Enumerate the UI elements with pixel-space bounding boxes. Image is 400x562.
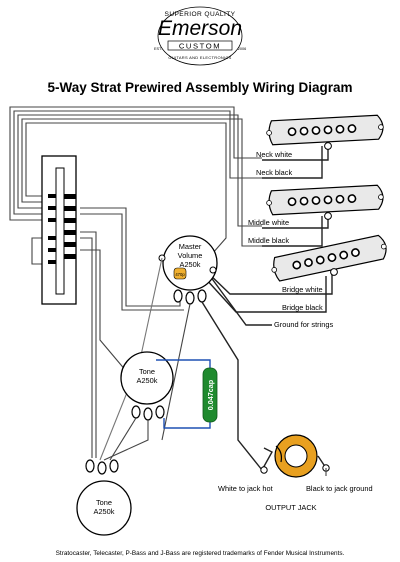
wire-switch-tone2 [80, 231, 97, 458]
jack-ground-label: Black to jack ground [306, 484, 373, 493]
bridge-white-label: Bridge white [282, 285, 323, 294]
logo-ring [157, 6, 243, 66]
tone1-to-tone2 [109, 417, 137, 461]
switch-body [55, 167, 65, 295]
neck-white-lead [262, 146, 329, 161]
wire-to-volume-route [25, 122, 227, 263]
svg-text:470p: 470p [175, 272, 185, 277]
tone2-line1: Tone [96, 498, 112, 507]
master-volume-pot: 470p Master Volume A250k [158, 235, 218, 305]
volume-line1: Master [179, 242, 202, 251]
capacitor-body [202, 367, 218, 423]
tone1-ground [103, 420, 149, 461]
volume-to-jack-hot [201, 301, 263, 471]
ground-strings-wire [209, 275, 272, 326]
volume-lugs [173, 289, 207, 305]
bridge-black-lead [204, 276, 327, 313]
neck-black-lead [262, 146, 323, 179]
logo-top-arc: SUPERIOR QUALITY [165, 11, 236, 18]
output-jack-label: OUTPUT JACK [265, 503, 316, 512]
wire-switch-tone1 [80, 249, 133, 379]
volume-line2: Volume [178, 251, 203, 260]
middle-black-label: Middle black [248, 236, 289, 245]
wire-switch-common [80, 213, 184, 311]
wire-neck-black-route [13, 110, 262, 215]
bridge-black-label: Bridge black [282, 303, 323, 312]
jack-hole [284, 444, 308, 468]
tone1-line2: A250k [137, 376, 158, 385]
volume-to-tone1-wire [161, 303, 191, 441]
logo-brand: Emerson [158, 17, 242, 40]
output-jack [260, 434, 330, 478]
capacitor-label: 0.047cap [206, 379, 215, 410]
ground-strings-label: Ground for strings [274, 320, 333, 329]
bridge-white-lead [204, 269, 333, 295]
tone2-line2: A250k [94, 507, 115, 516]
tone1-pot: Tone A250k [120, 351, 174, 421]
logo-custom: CUSTOM [179, 42, 221, 51]
page-title: 5-Way Strat Prewired Assembly Wiring Dia… [48, 80, 353, 95]
pickup-middle [266, 184, 384, 216]
jack-hot-label: White to jack hot [218, 484, 273, 493]
wire-middle-black-route [21, 118, 262, 247]
harness-wires [9, 106, 262, 458]
neck-white-label: Neck white [256, 150, 292, 159]
wire-switch-loop [31, 237, 48, 265]
five-way-switch [41, 155, 77, 305]
wire-neck-white-route [9, 106, 262, 221]
switch-lugs-right [64, 194, 76, 259]
middle-white-lead [262, 216, 329, 229]
tone1-lugs [131, 405, 165, 421]
middle-black-lead [262, 216, 323, 247]
treble-bleed-cap [173, 267, 187, 280]
logo-custom-box [167, 40, 233, 51]
tone-capacitor: 0.047cap [202, 367, 218, 423]
emerson-logo: SUPERIOR QUALITY Emerson CUSTOM GUITARS … [154, 6, 246, 66]
logo-bottom-arc: GUITARS AND ELECTRONICS [168, 55, 231, 60]
tone1-line1: Tone [139, 367, 155, 376]
volume-line3: A250k [180, 260, 201, 269]
tone2-pot: Tone A250k [76, 459, 132, 536]
trademark-footer: Stratocaster, Telecaster, P-Bass and J-B… [56, 550, 345, 557]
pickup-bridge [271, 234, 387, 282]
pickup-leads [204, 142, 338, 326]
tone2-pot-body [76, 480, 132, 536]
cap-blue-wire [156, 359, 211, 429]
wire-switch-tone2-b [80, 237, 93, 458]
neck-black-label: Neck black [256, 168, 292, 177]
middle-white-label: Middle white [248, 218, 289, 227]
switch-lugs-left [48, 194, 56, 264]
logo-year-right: 2006 [238, 47, 246, 51]
pickup-neck [266, 114, 384, 146]
logo-year-left: EST. [154, 47, 162, 51]
tone1-pot-body [120, 351, 174, 405]
